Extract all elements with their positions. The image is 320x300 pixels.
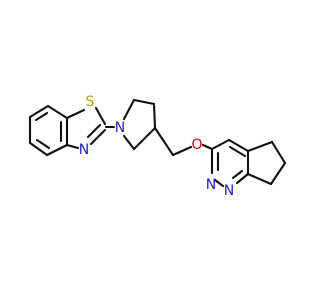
- bond: [269, 161, 287, 186]
- bond: [213, 178, 225, 188]
- bond: [65, 143, 80, 150]
- bond: [210, 138, 231, 151]
- thiazole-nitrogen-label: N: [79, 142, 89, 158]
- bond: [201, 143, 214, 151]
- bond: [28, 104, 50, 119]
- bond: [86, 123, 102, 139]
- bond: [228, 145, 247, 158]
- bond: [35, 138, 51, 150]
- molecule-diagram: S N N O N N: [28, 94, 287, 199]
- bond: [246, 140, 274, 153]
- bond: [153, 126, 175, 157]
- ether-oxygen-label: O: [191, 137, 202, 153]
- bond: [152, 102, 157, 130]
- bond: [34, 111, 49, 122]
- bond: [231, 169, 244, 180]
- sulfur-atom-label: S: [86, 94, 95, 110]
- pyridazine-nitrogen-label: N: [224, 183, 234, 199]
- bond: [89, 128, 107, 146]
- bond: [235, 172, 250, 185]
- pyrrolidine-nitrogen-label: N: [115, 120, 125, 136]
- bond: [28, 141, 49, 157]
- bond: [270, 140, 287, 165]
- bond: [132, 126, 157, 151]
- bond: [65, 108, 86, 120]
- bond: [246, 172, 273, 186]
- bond: [132, 98, 156, 106]
- molecule-structure: S N N O N N: [28, 94, 287, 199]
- bond: [122, 134, 136, 151]
- bond: [122, 98, 136, 121]
- bond-layer: [28, 98, 287, 188]
- bond: [227, 138, 250, 153]
- bond: [94, 106, 107, 126]
- bond: [171, 145, 193, 157]
- bond: [45, 143, 69, 157]
- atom-label-layer: S N N O N N: [79, 94, 234, 199]
- bond: [46, 104, 69, 120]
- pyridazine-nitrogen-label: N: [206, 177, 216, 193]
